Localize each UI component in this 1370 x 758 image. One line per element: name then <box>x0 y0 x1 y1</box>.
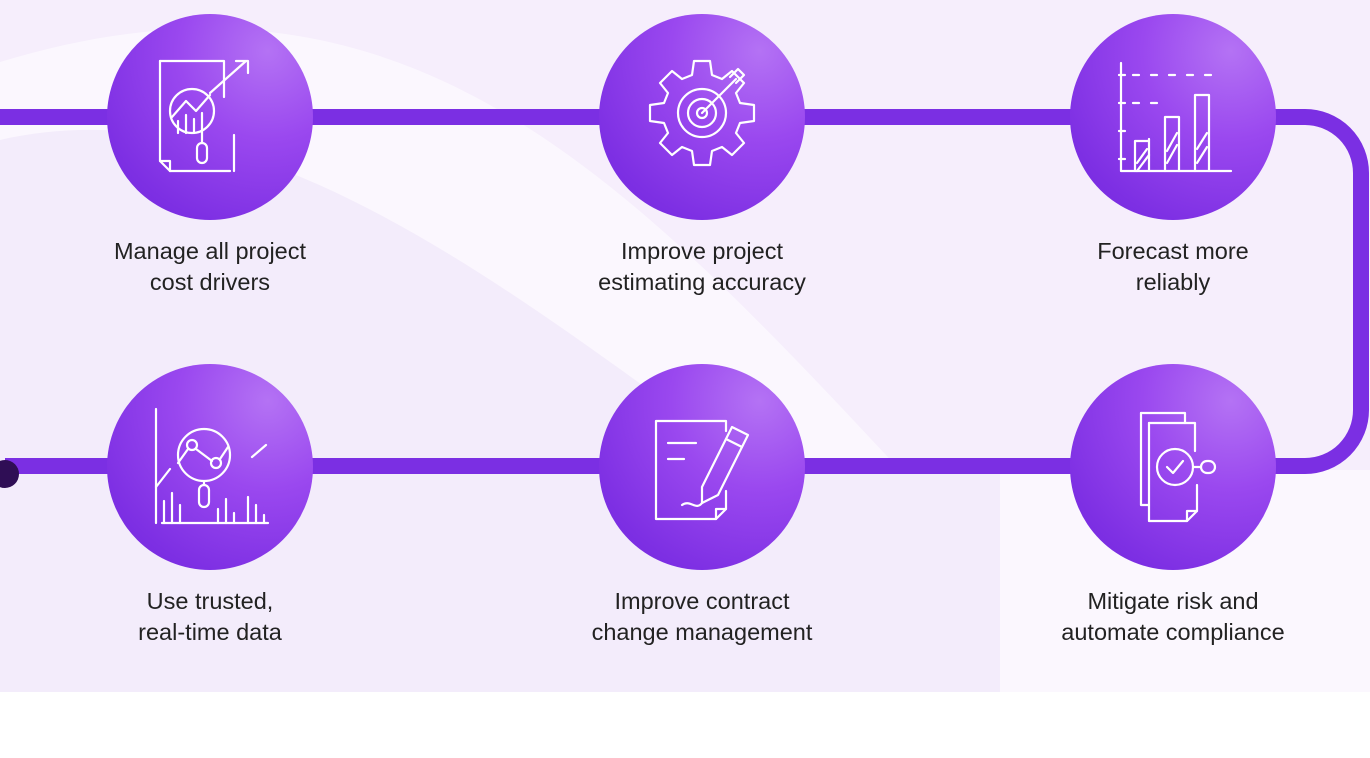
step-label-line: Improve contract <box>614 588 790 614</box>
step-label-line: real-time data <box>138 619 282 645</box>
step-node-cost-drivers[interactable] <box>107 14 313 220</box>
step-node-contract-change[interactable] <box>599 364 805 570</box>
gear-target-icon <box>648 59 756 167</box>
step-node-compliance[interactable] <box>1070 364 1276 570</box>
step-label-line: automate compliance <box>1061 619 1285 645</box>
report-magnifier-icon <box>158 59 250 173</box>
step-label-line: Use trusted, <box>146 588 274 614</box>
process-track <box>0 109 1369 474</box>
step-label-trusted-data: Use trusted, real-time data <box>60 586 360 648</box>
data-analysis-icon <box>154 407 270 525</box>
step-label-line: cost drivers <box>149 269 271 295</box>
document-pen-icon <box>654 419 750 521</box>
step-node-forecast[interactable] <box>1070 14 1276 220</box>
step-label-forecast: Forecast more reliably <box>1023 236 1323 298</box>
step-node-estimating[interactable] <box>599 14 805 220</box>
step-label-line: change management <box>591 619 813 645</box>
track-end-dot <box>0 460 19 488</box>
step-node-trusted-data[interactable] <box>107 364 313 570</box>
bar-chart-icon <box>1117 61 1233 173</box>
step-label-line: reliably <box>1135 269 1211 295</box>
step-label-contract-change: Improve contract change management <box>552 586 852 648</box>
compliance-documents-icon <box>1139 411 1217 523</box>
step-label-line: Forecast more <box>1097 238 1249 264</box>
step-label-line: Improve project <box>621 238 783 264</box>
step-label-cost-drivers: Manage all project cost drivers <box>60 236 360 298</box>
step-label-compliance: Mitigate risk and automate compliance <box>1023 586 1323 648</box>
step-label-line: estimating accuracy <box>598 269 806 295</box>
step-label-line: Manage all project <box>113 238 307 264</box>
step-label-line: Mitigate risk and <box>1087 588 1259 614</box>
step-label-estimating: Improve project estimating accuracy <box>552 236 852 298</box>
